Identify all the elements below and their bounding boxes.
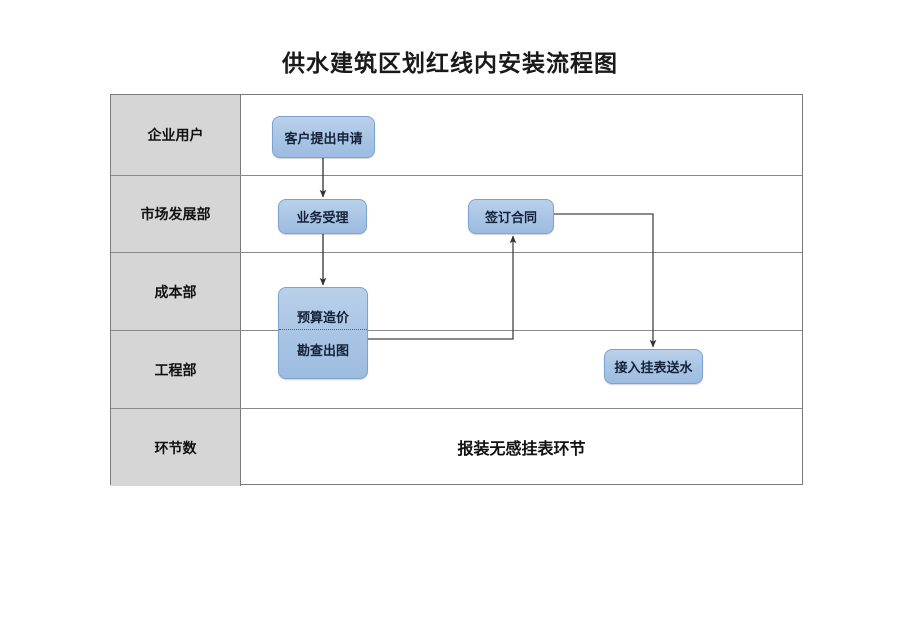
lane-divider-dotted-overlay (279, 329, 367, 330)
swimlane-label-engineering-department: 工程部 (111, 331, 241, 408)
swimlane-label-market-development: 市场发展部 (111, 176, 241, 252)
swimlane-row-step-count: 环节数 (111, 408, 802, 486)
process-node-budget-and-survey[interactable]: 预算造价 勘查出图 (278, 287, 368, 379)
swimlane-table: 企业用户 市场发展部 成本部 工程部 环节数 报装无感挂表环节 (110, 94, 803, 486)
swimlane-row-enterprise-user: 企业用户 (111, 95, 802, 175)
process-node-budget-pricing-label: 预算造价 (296, 311, 349, 326)
swimlane-row-engineering-department: 工程部 (111, 330, 802, 408)
process-node-survey-drawing-label: 勘查出图 (296, 344, 349, 359)
process-node-sign-contract[interactable]: 签订合同 (468, 199, 554, 234)
swimlane-label-step-count: 环节数 (111, 409, 241, 486)
process-node-customer-application[interactable]: 客户提出申请 (272, 116, 375, 158)
process-node-business-acceptance[interactable]: 业务受理 (278, 199, 367, 234)
process-node-connect-meter-supply-water[interactable]: 接入挂表送水 (604, 349, 703, 384)
swimlane-label-enterprise-user: 企业用户 (111, 95, 241, 175)
swimlane-row-market-development: 市场发展部 (111, 175, 802, 252)
swimlane-row-cost-department: 成本部 (111, 252, 802, 330)
summary-text: 报装无感挂表环节 (457, 439, 586, 458)
swimlane-label-cost-department: 成本部 (111, 253, 241, 330)
page-title: 供水建筑区划红线内安装流程图 (282, 50, 618, 77)
